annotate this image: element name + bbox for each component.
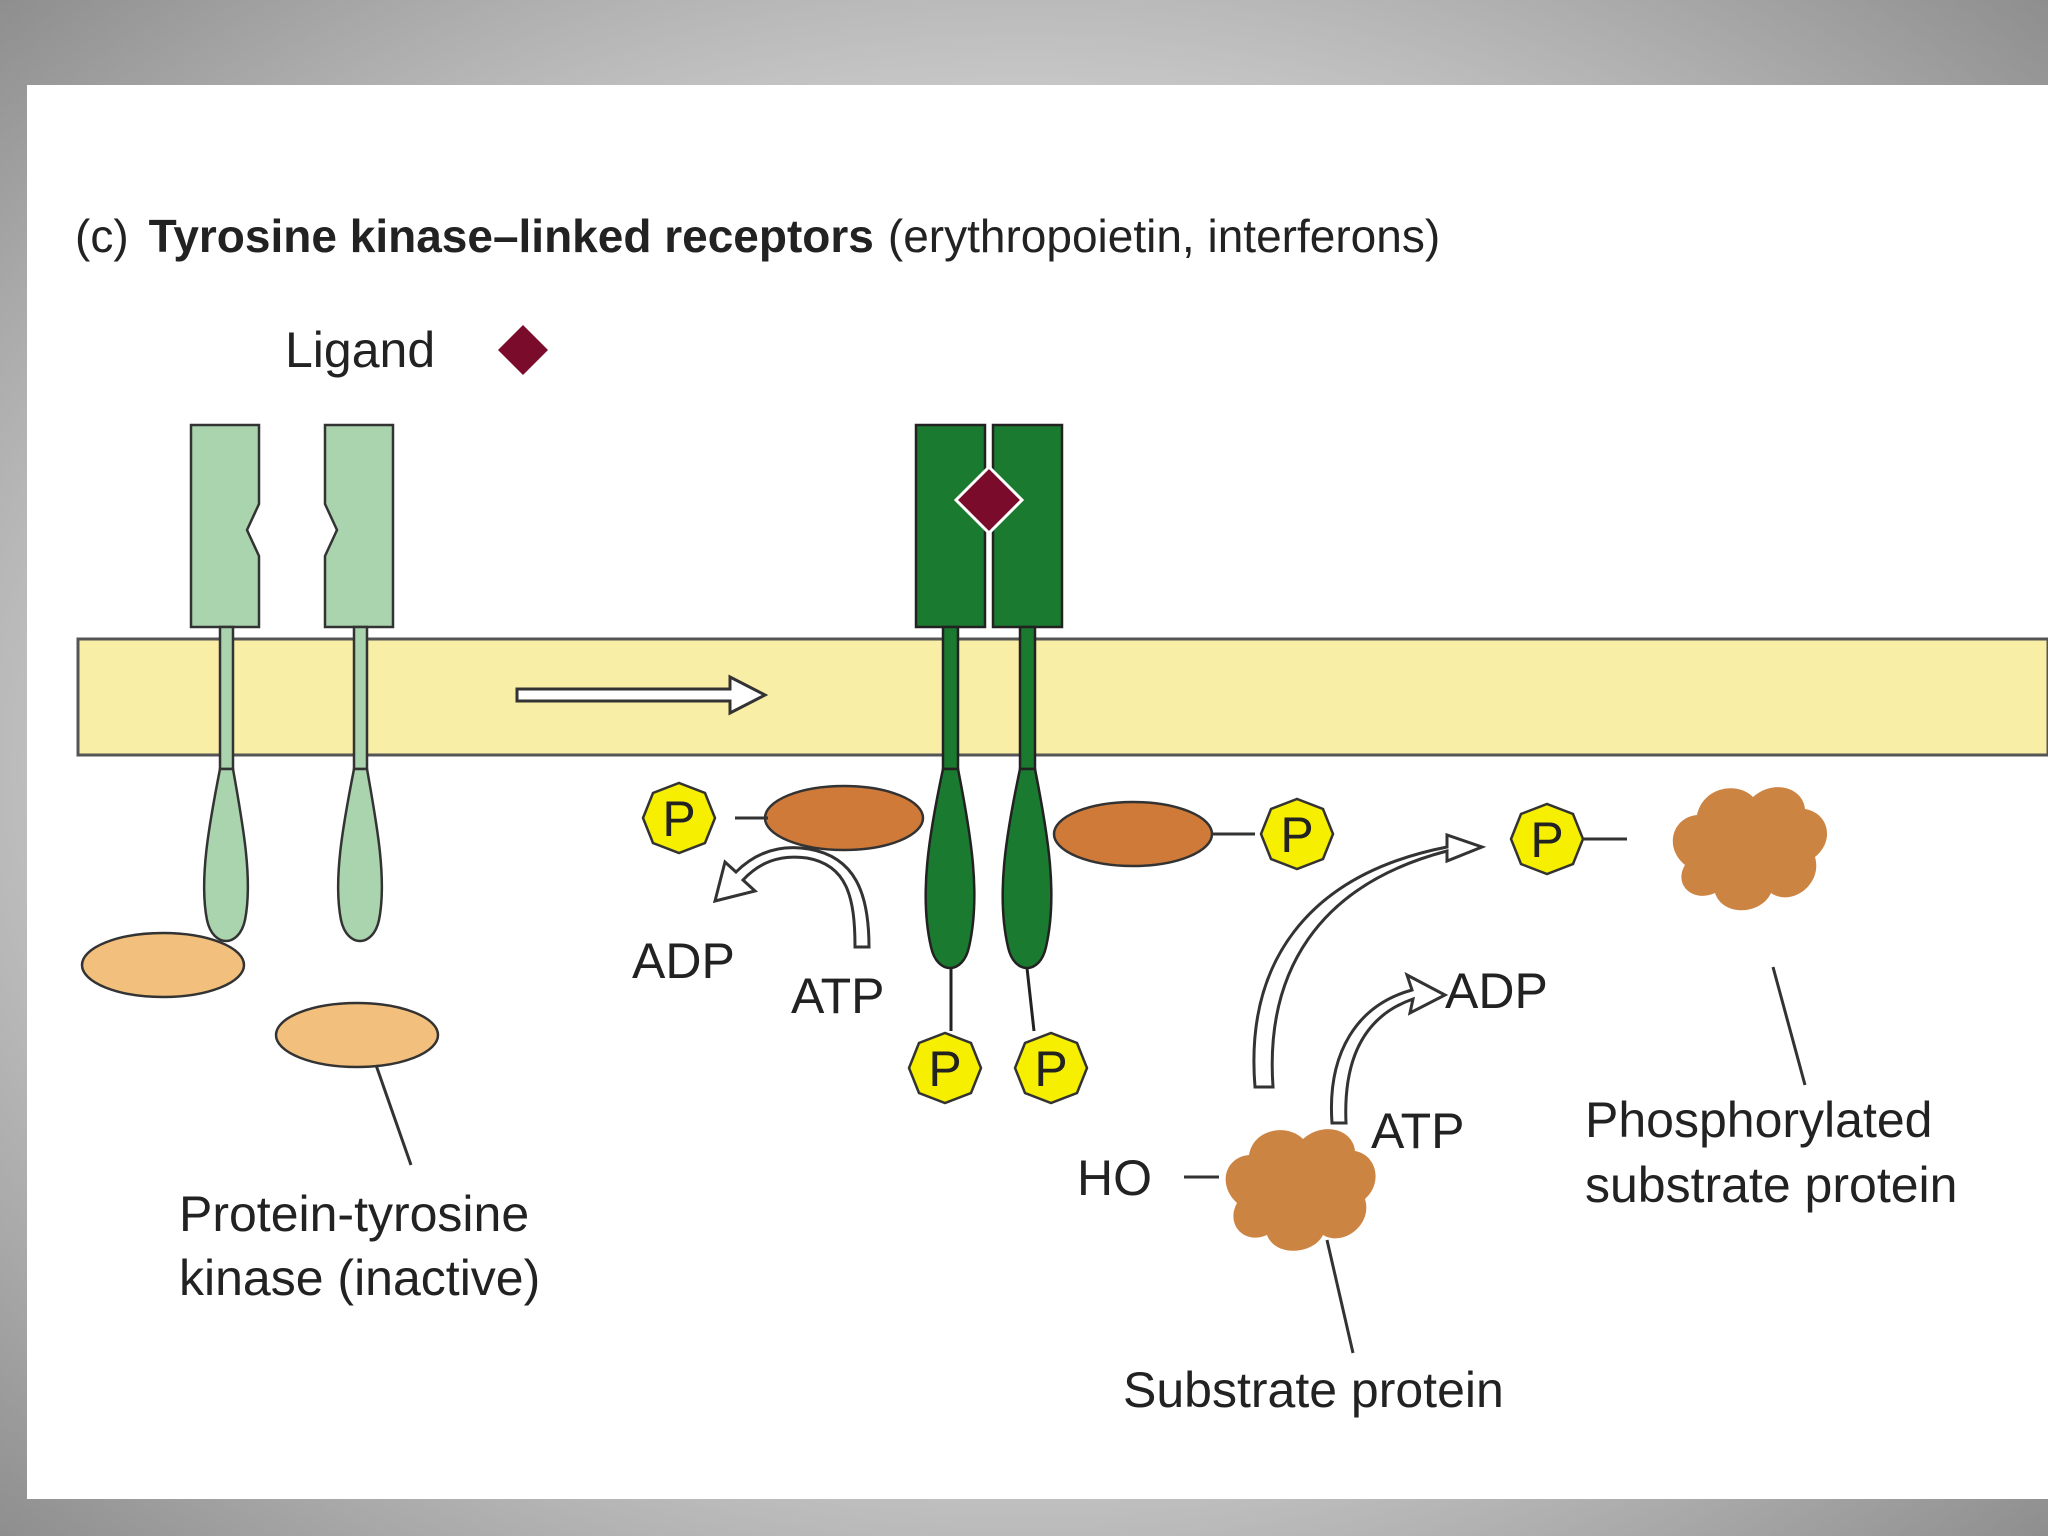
- phosphate-receptor-right: P: [1013, 1031, 1089, 1105]
- substrate-protein: [1225, 1129, 1376, 1251]
- inactive-receptor-right: [323, 423, 395, 943]
- phosphate-symbol: P: [662, 791, 695, 847]
- substrate-label: Substrate protein: [1123, 1362, 1504, 1418]
- phospho-label-1: Phosphorylated: [1585, 1092, 1932, 1148]
- ligand-label: Ligand: [285, 322, 435, 378]
- phosphate-symbol: P: [1034, 1041, 1067, 1097]
- phosphorylated-substrate-protein: [1672, 787, 1828, 911]
- transition-arrow: [515, 674, 769, 716]
- bound-ligand: [953, 464, 1025, 536]
- phosphate-symbol: P: [1530, 812, 1563, 868]
- kinase-pointer-line: [374, 1064, 413, 1166]
- cell-membrane: [76, 637, 2048, 757]
- atp-label-left: ATP: [791, 968, 885, 1024]
- kinase-inactive-label-1: Protein-tyrosine: [179, 1186, 529, 1242]
- kinase-inactive-label-2: kinase (inactive): [179, 1250, 540, 1306]
- phosphate-substrate: P: [1509, 802, 1585, 876]
- inactive-kinase-right: [274, 1001, 440, 1069]
- substrate-pointer-line: [1325, 1239, 1355, 1354]
- ho-label: HO: [1077, 1150, 1152, 1206]
- active-kinase-right: [1052, 800, 1214, 868]
- active-receptor-left: [914, 423, 987, 970]
- figure-title: (c) Tyrosine kinase–linked receptors (eryt…: [75, 210, 1440, 262]
- ligand-legend-icon: [498, 325, 548, 375]
- adp-label-left: ADP: [632, 933, 735, 989]
- phosphate-symbol: P: [1280, 807, 1313, 863]
- phosphate-symbol: P: [928, 1041, 961, 1097]
- substrate-phosphorylation-arrow: [1252, 832, 1487, 1089]
- panel-label: (c): [75, 210, 129, 262]
- adp-label-right: ADP: [1445, 963, 1548, 1019]
- phospho-label-2: substrate protein: [1585, 1157, 1957, 1213]
- inactive-receptor-left: [189, 423, 261, 943]
- phosphate-kinase-left: P: [641, 781, 717, 855]
- title-rest: (erythropoietin, interferons): [888, 210, 1440, 262]
- inactive-kinase-left: [80, 931, 246, 999]
- receptor-tyr-stalk-right: [1025, 967, 1036, 1032]
- active-receptor-right: [991, 423, 1064, 970]
- phosphate-receptor-left: P: [907, 1031, 983, 1105]
- slide-canvas: (c) Tyrosine kinase–linked receptors (eryt…: [27, 85, 2048, 1499]
- phospho-pointer-line: [1771, 966, 1807, 1086]
- atp-adp-arrow-right: [1329, 971, 1449, 1125]
- tyrosine-kinase-diagram: (c) Tyrosine kinase–linked receptors (eryt…: [75, 210, 2048, 1418]
- atp-adp-arrow-left: [712, 846, 871, 949]
- active-kinase-left: [763, 784, 925, 852]
- title-bold: Tyrosine kinase–linked receptors: [149, 210, 874, 262]
- atp-label-right: ATP: [1371, 1103, 1465, 1159]
- phosphate-kinase-right: P: [1259, 797, 1335, 871]
